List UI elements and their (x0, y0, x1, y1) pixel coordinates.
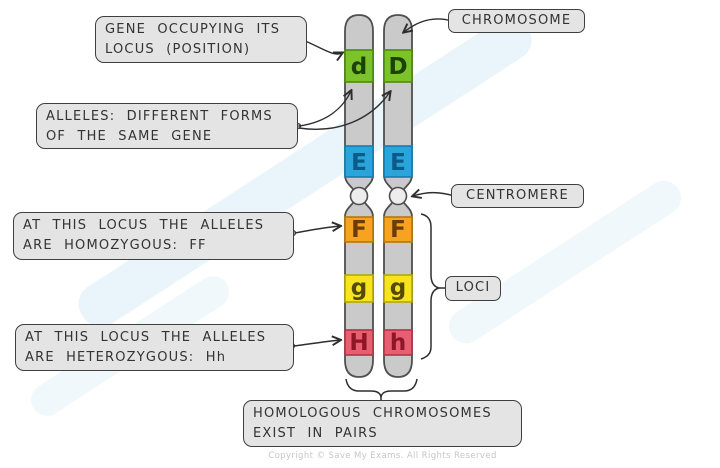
band-E-left (344, 145, 374, 178)
allele-letter: E (351, 150, 367, 176)
homozygous-callout: AT THIS LOCUS THE ALLELES ARE HOMOZYGOUS… (13, 212, 294, 260)
callout-line: CENTROMERE (466, 188, 569, 203)
callout-line: LOCI (455, 280, 491, 295)
allele-letter: g (390, 275, 406, 301)
callout-line: ARE HOMOZYGOUS: FF (23, 237, 207, 253)
callout-line: LOCUS (POSITION) (105, 41, 251, 57)
band-h (383, 329, 413, 356)
loci-brace (420, 213, 440, 360)
callout-line: AT THIS LOCUS THE ALLELES (23, 218, 265, 233)
gene-arrow (302, 39, 342, 54)
copyright-notice: Copyright © Save My Exams. All Rights Re… (268, 451, 497, 461)
right-centromere (388, 186, 408, 206)
gene-locus-callout: GENE OCCUPYING ITS LOCUS (POSITION) (95, 16, 307, 63)
centromere-arrow (413, 193, 455, 196)
callout-line: GENE OCCUPYING ITS (105, 22, 281, 37)
callout-line: HOMOLOGOUS CHROMOSOMES (253, 406, 492, 421)
heterozygous-callout: AT THIS LOCUS THE ALLELES ARE HETEROZYGO… (15, 324, 294, 371)
alleles-callout: ALLELES: DIFFERENT FORMS OF THE SAME GEN… (36, 103, 298, 149)
callout-line: CHROMOSOME (461, 13, 572, 28)
band-g-left (344, 274, 374, 303)
alleles-arrow-D (298, 92, 390, 130)
loci-callout: LOCI (445, 276, 501, 301)
callout-line: EXIST IN PAIRS (253, 425, 378, 441)
callout-line: ARE HETEROZYGOUS: Hh (25, 349, 227, 365)
allele-letter: H (349, 330, 368, 356)
band-F-left (344, 216, 374, 243)
homozygous-arrow (294, 226, 340, 234)
left-centromere (349, 186, 369, 206)
heterozygous-arrow (293, 340, 340, 347)
allele-letter: h (390, 330, 406, 356)
homologous-pairs-callout: HOMOLOGOUS CHROMOSOMES EXIST IN PAIRS (243, 400, 522, 447)
alleles-arrow-d (298, 91, 351, 127)
band-d (344, 49, 374, 83)
allele-letter: g (351, 275, 367, 301)
allele-letter: F (351, 217, 367, 243)
allele-letter: F (390, 217, 406, 243)
callout-line: OF THE SAME GENE (46, 128, 213, 144)
allele-letter: D (388, 54, 407, 80)
centromere-callout: CENTROMERE (451, 184, 584, 208)
pair-brace (345, 378, 418, 398)
band-F-right (383, 216, 413, 243)
callout-line: ALLELES: DIFFERENT FORMS (46, 109, 273, 124)
allele-letter: E (390, 150, 406, 176)
band-g-right (383, 274, 413, 303)
callout-line: AT THIS LOCUS THE ALLELES (25, 330, 267, 345)
band-D (383, 49, 413, 83)
chromosome-arrow (404, 18, 453, 32)
band-E-right (383, 145, 413, 178)
allele-letter: d (351, 54, 367, 80)
band-H (344, 329, 374, 356)
chromosome-callout: CHROMOSOME (448, 9, 585, 33)
